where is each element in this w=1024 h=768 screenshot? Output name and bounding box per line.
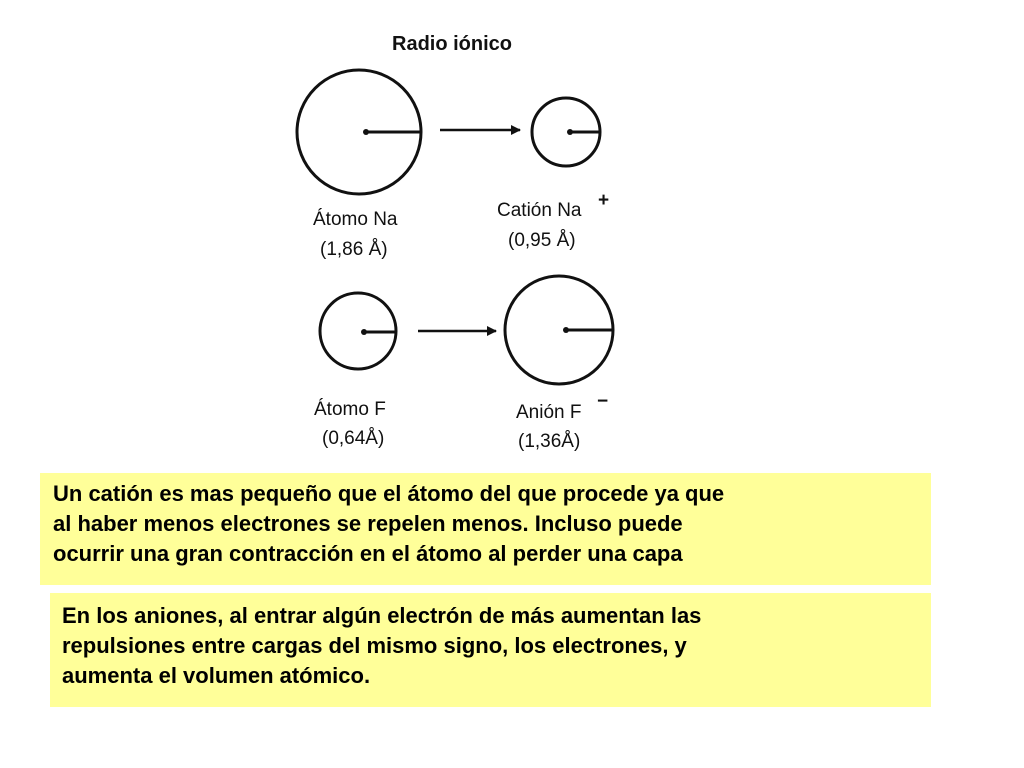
sodium-atom bbox=[295, 68, 423, 196]
diagram-title: Radio iónico bbox=[392, 33, 512, 55]
fluorine-atom bbox=[318, 291, 398, 371]
sodium-cation-label: Catión Na bbox=[497, 200, 582, 221]
fluoride-anion-charge: − bbox=[597, 391, 608, 412]
fluoride-anion-radius-value: (1,36Å) bbox=[518, 431, 580, 452]
sodium-cation-nucleus bbox=[567, 129, 573, 135]
fluoride-anion-nucleus bbox=[563, 327, 569, 333]
ionic-radius-diagram: Radio iónico Átomo Na (1,86 Å) Catión Na… bbox=[295, 33, 615, 452]
sodium-cation-radius-value: (0,95 Å) bbox=[508, 230, 576, 251]
fluorine-atom-radius-value: (0,64Å) bbox=[322, 428, 384, 449]
sodium-atom-label: Átomo Na bbox=[313, 209, 398, 230]
sodium-cation bbox=[530, 96, 602, 168]
anion-explanation-box: En los aniones, al entrar algún electrón… bbox=[50, 593, 931, 707]
fluorine-atom-label: Átomo F bbox=[314, 399, 386, 420]
fluoride-anion bbox=[503, 274, 615, 386]
cation-explanation-box: Un catión es mas pequeño que el átomo de… bbox=[40, 473, 931, 585]
fluoride-anion-label: Anión F bbox=[516, 402, 581, 423]
fluorine-atom-nucleus bbox=[361, 329, 367, 335]
sodium-atom-radius-value: (1,86 Å) bbox=[320, 239, 388, 260]
sodium-cation-charge: + bbox=[598, 190, 609, 211]
sodium-atom-nucleus bbox=[363, 129, 369, 135]
